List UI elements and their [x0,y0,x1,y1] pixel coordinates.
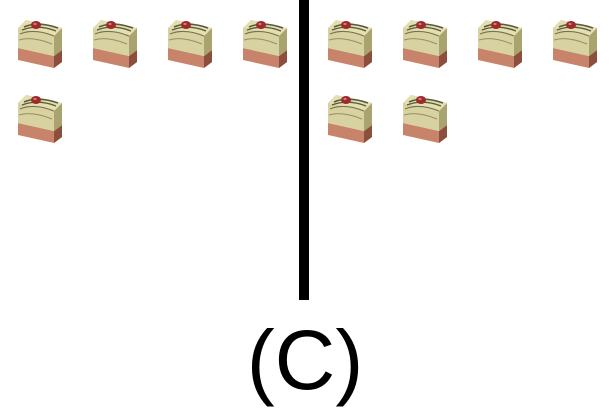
cake-slice-icon [399,14,451,68]
left-group-panel [0,0,300,300]
cake-slice-icon [474,14,526,68]
cake-slice-icon [14,89,66,143]
cake-slice-icon [549,14,601,68]
right-group-panel [310,0,610,300]
vertical-divider [299,0,309,300]
cake-slice-icon [324,14,376,68]
cake-slice-icon [324,89,376,143]
cake-slice-icon [89,14,141,68]
figure-caption: (C) [246,313,364,407]
cake-slice-icon [399,89,451,143]
cake-slice-icon [239,14,291,68]
cake-slice-icon [14,14,66,68]
cake-slice-icon [164,14,216,68]
